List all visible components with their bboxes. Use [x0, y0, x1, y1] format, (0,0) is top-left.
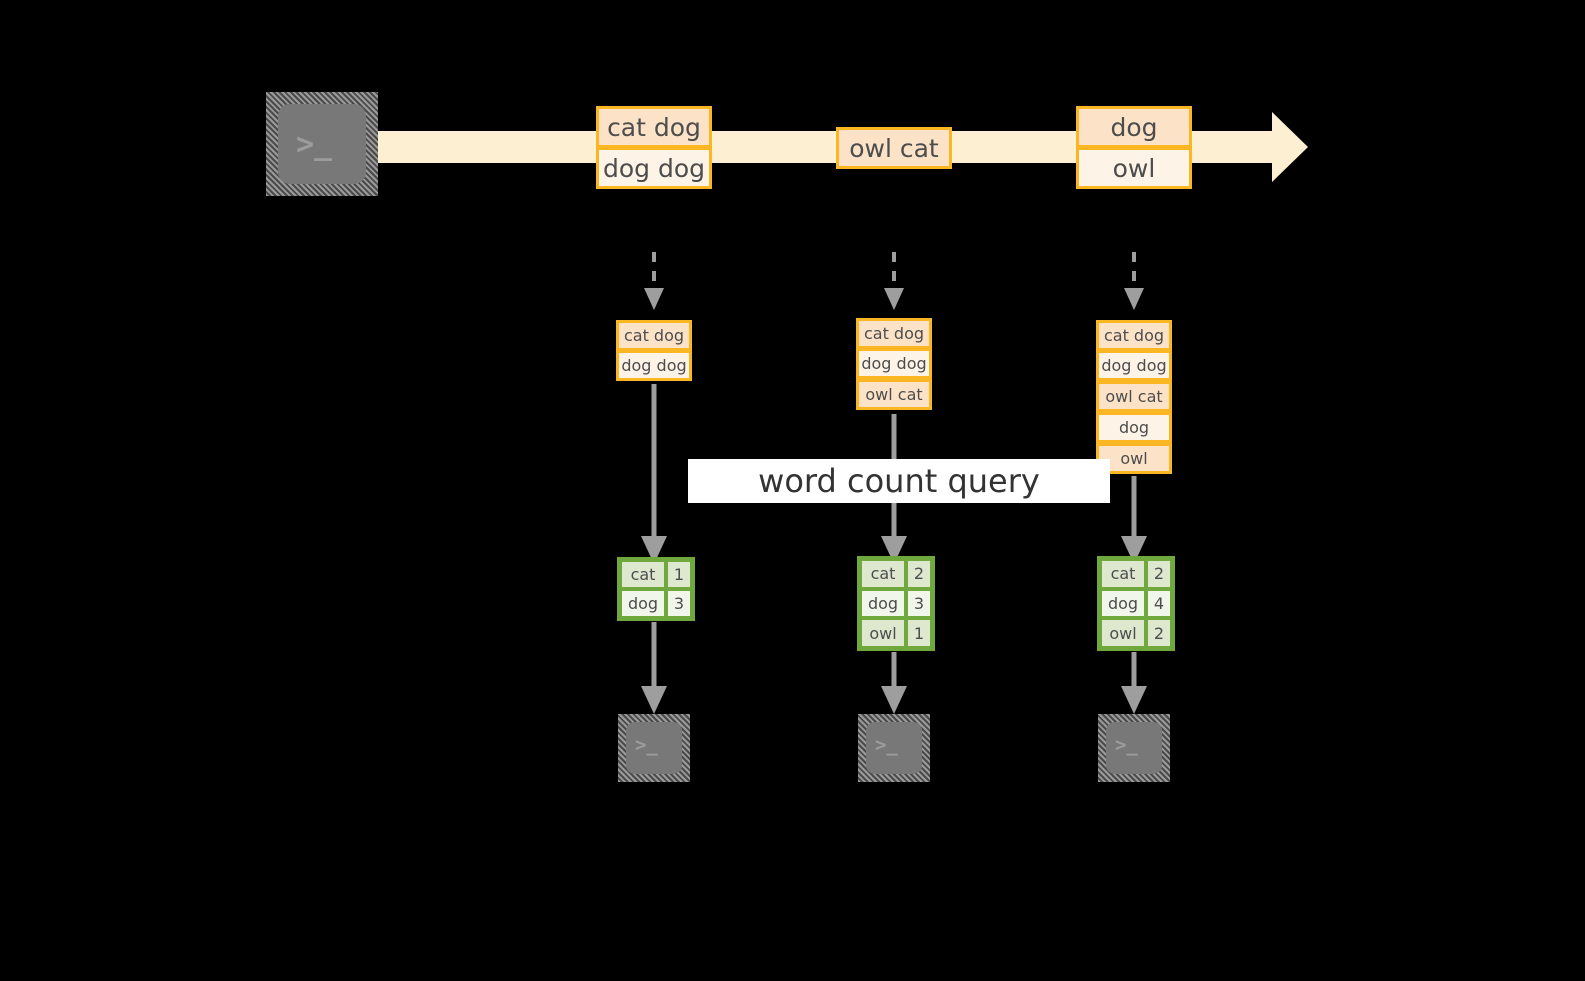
stage-3-result-table: cat 2 dog 4 owl 2	[1097, 556, 1175, 651]
table-row: dog 4	[1100, 588, 1172, 619]
result-word: cat	[860, 559, 906, 589]
terminal-face	[626, 722, 682, 774]
query-arrows	[641, 384, 1147, 564]
stage-3-input-row-3: owl cat	[1096, 381, 1172, 412]
stage-3-input-row-4: dog	[1096, 412, 1172, 443]
result-word: owl	[1100, 618, 1146, 649]
result-word: dog	[620, 589, 666, 618]
query-label-text: word count query	[758, 462, 1040, 500]
table-row: cat 1	[620, 560, 692, 589]
table-row: cat 2	[860, 559, 932, 589]
result-word: dog	[860, 588, 906, 619]
stage-3-input-row-1: cat dog	[1096, 320, 1172, 351]
terminal-prompt-glyph: >_	[1115, 734, 1138, 756]
result-count: 2	[906, 559, 932, 589]
result-word: owl	[860, 618, 906, 649]
terminal-face	[278, 104, 366, 184]
result-count: 2	[1146, 618, 1172, 649]
stage-feed-arrows	[644, 252, 1144, 310]
table-row: dog 3	[860, 588, 932, 619]
result-count: 4	[1146, 588, 1172, 619]
stage-2-sink-terminal-icon: >_	[858, 714, 930, 782]
stream-batch-2-line-1: owl cat	[836, 127, 952, 169]
stage-1-sink-terminal-icon: >_	[618, 714, 690, 782]
stream-batch-1-line-1: cat dog	[596, 106, 712, 148]
table-row: dog 3	[620, 589, 692, 618]
source-terminal-icon: >_	[266, 92, 378, 196]
terminal-face	[866, 722, 922, 774]
result-count: 1	[666, 560, 692, 589]
stage-1-input-row-1: cat dog	[616, 320, 692, 351]
terminal-face	[1106, 722, 1162, 774]
table-row: cat 2	[1100, 559, 1172, 589]
stream-batch-3-line-1: dog	[1076, 106, 1192, 148]
stage-2-result-table: cat 2 dog 3 owl 1	[857, 556, 935, 651]
result-count: 3	[666, 589, 692, 618]
stage-2-input-row-1: cat dog	[856, 318, 932, 349]
terminal-prompt-glyph: >_	[296, 127, 333, 162]
stage-3-sink-terminal-icon: >_	[1098, 714, 1170, 782]
stream-batch-3-line-2: owl	[1076, 147, 1192, 189]
query-label: word count query	[688, 459, 1110, 503]
terminal-prompt-glyph: >_	[875, 734, 898, 756]
stage-1-input-row-2: dog dog	[616, 350, 692, 381]
sink-arrows	[641, 622, 1147, 714]
stage-1-result-table: cat 1 dog 3	[617, 557, 695, 621]
table-row: owl 2	[1100, 618, 1172, 649]
table-row: owl 1	[860, 618, 932, 649]
terminal-prompt-glyph: >_	[635, 734, 658, 756]
stream-batch-1-line-2: dog dog	[596, 147, 712, 189]
result-count: 3	[906, 588, 932, 619]
stage-3-input-row-2: dog dog	[1096, 350, 1172, 381]
result-count: 1	[906, 618, 932, 649]
result-word: dog	[1100, 588, 1146, 619]
stage-2-input-row-2: dog dog	[856, 348, 932, 379]
result-word: cat	[1100, 559, 1146, 589]
result-word: cat	[620, 560, 666, 589]
stage-2-input-row-3: owl cat	[856, 379, 932, 410]
result-count: 2	[1146, 559, 1172, 589]
